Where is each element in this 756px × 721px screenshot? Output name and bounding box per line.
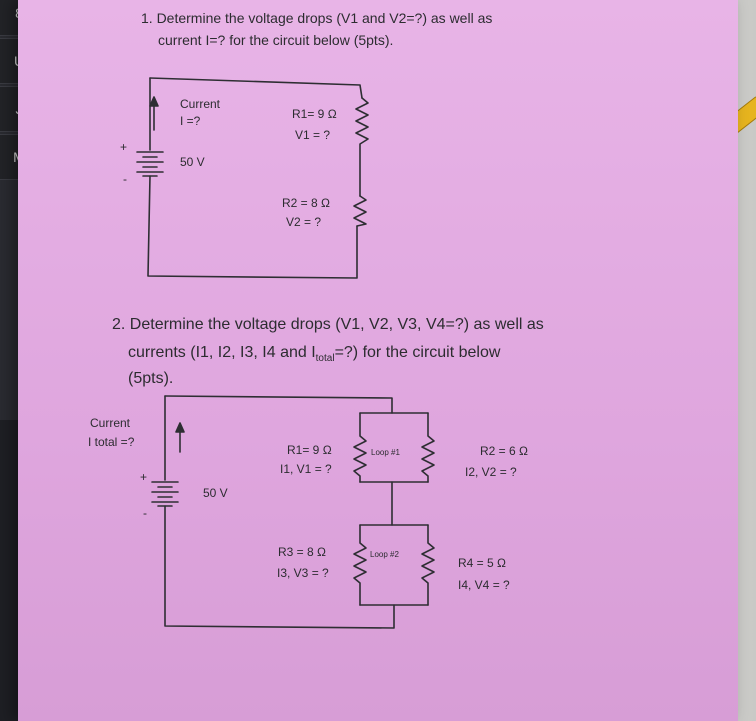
q2-title-line2: currents (I1, I2, I3, I4 and Itotal=?) f… [128, 344, 501, 365]
q1-title-line1: 1. Determine the voltage drops (V1 and V… [141, 10, 493, 26]
battery-1-symbol [136, 151, 164, 177]
q1-v1-label: V1 = ? [295, 128, 331, 142]
q1-r1-label: R1= 9 Ω [292, 107, 337, 121]
q2-loop2-label: Loop #2 [370, 550, 399, 559]
q2-r3-label: R3 = 8 Ω [278, 545, 326, 559]
q1-current-value: I =? [180, 114, 201, 128]
q2-i1v1-label: I1, V1 = ? [280, 462, 332, 476]
current-arrow-2 [175, 422, 185, 453]
q2-current-value: I total =? [88, 435, 135, 449]
q1-battery-minus: - [123, 172, 127, 186]
current-arrow-1 [149, 96, 159, 131]
q1-battery-plus: + [120, 140, 128, 154]
q2-title-line1: 2. Determine the voltage drops (V1, V2, … [112, 316, 544, 333]
q2-battery-minus: - [143, 506, 147, 520]
q2-battery-plus: + [140, 470, 148, 484]
worksheet-paper [18, 0, 738, 721]
q2-title-line3: (5pts). [128, 370, 174, 387]
q1-v2-label: V2 = ? [286, 215, 322, 229]
battery-2-symbol [151, 481, 179, 507]
q2-i3v3-label: I3, V3 = ? [277, 566, 329, 580]
q1-battery-voltage: 50 V [180, 155, 205, 169]
q1-r2-label: R2 = 8 Ω [282, 196, 330, 210]
q2-r1-label: R1= 9 Ω [287, 443, 332, 457]
q2-i2v2-label: I2, V2 = ? [465, 465, 517, 479]
circuit-2 [151, 395, 435, 629]
q2-loop1-label: Loop #1 [371, 448, 400, 457]
q1-title-line2: current I=? for the circuit below (5pts)… [158, 32, 394, 48]
q2-r2-label: R2 = 6 Ω [480, 444, 528, 458]
q2-r4-label: R4 = 5 Ω [458, 556, 506, 570]
circuit-1 [136, 77, 369, 279]
q2-current-label: Current [90, 416, 131, 430]
q2-i4v4-label: I4, V4 = ? [458, 578, 510, 592]
q2-battery-voltage: 50 V [203, 486, 228, 500]
resistor-r2-symbol [353, 195, 367, 227]
q1-current-label: Current [180, 97, 221, 111]
q2-total-subscript: total [315, 353, 335, 365]
resistor-r1-symbol [355, 97, 369, 197]
